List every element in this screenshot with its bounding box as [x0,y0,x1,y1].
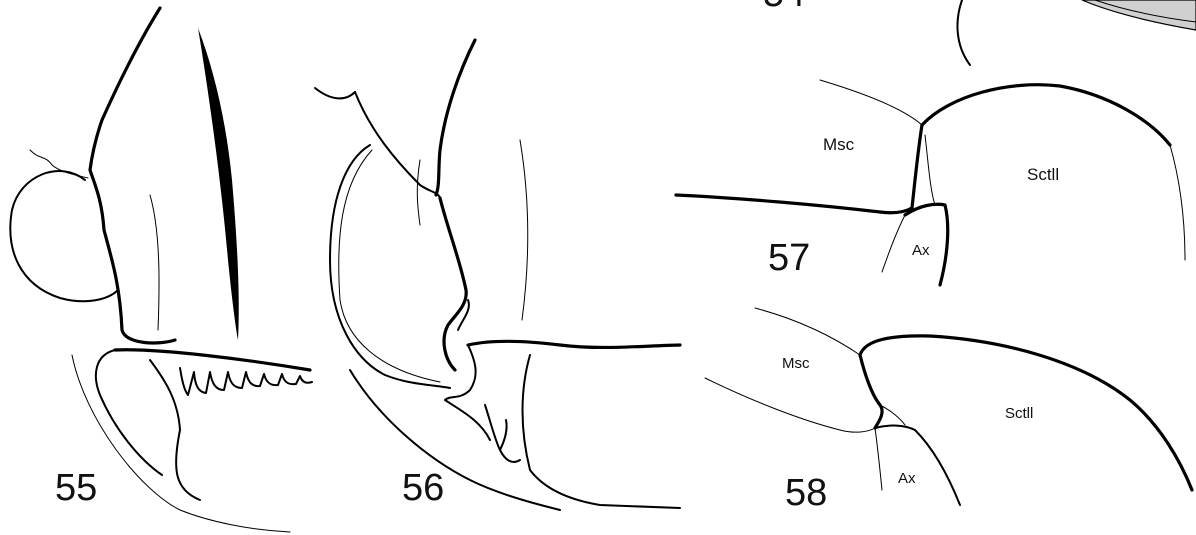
fig56-lower-edge [468,341,680,347]
fig57-ax-left [882,215,905,272]
fig57-suture [912,125,922,208]
fig55-lower-plate [96,350,162,475]
fig56-shield [330,145,450,388]
fig55-body-left [90,8,175,343]
fig58-suture-thin [880,405,905,425]
figure-57: Msc Sctll Ax 57 [676,80,1185,285]
figure-54-number: 54 [763,0,805,15]
fig58-label-ax: Ax [898,470,916,487]
fig58-msc-top [755,308,860,355]
figure-57-number: 57 [768,237,810,279]
fig56-upper-left [355,92,440,198]
fig56-hook [445,345,490,440]
fig56-teeth [485,405,520,462]
fig55-teeth [180,368,312,395]
fig55-lobe [10,171,118,301]
fig58-label-sctll: Sctll [1005,405,1033,422]
figure-56: 56 [315,40,680,510]
figure-55-number: 55 [55,467,97,509]
fig56-outer-arc [350,370,560,510]
fig58-label-msc: Msc [782,355,810,372]
fig56-faint-line [520,140,528,320]
fig56-lower-plate [523,355,681,508]
fig57-msc-top [820,80,922,125]
fig55-lower-edge [115,350,310,370]
fig57-label-sctll: Sctll [1027,165,1059,184]
fig57-suture-thin [925,135,935,205]
fig56-inner-line [417,160,420,225]
fig55-lobe-top [30,150,88,178]
fig55-stripe [198,28,239,340]
figure-58-number: 58 [785,472,827,514]
fig54-wing-patch [1082,0,1196,30]
fig56-mid-edge [440,198,466,370]
fig58-ax-left [875,428,882,490]
fig56-upper-edge [436,40,475,195]
fig58-ax-outline [875,426,960,505]
fig57-msc-bottom [676,195,912,213]
fig57-label-ax: Ax [912,242,930,259]
figure-58: Msc Sctll Ax 58 [705,308,1192,514]
fig57-label-msc: Msc [823,135,855,154]
fig57-sctll-right [1170,145,1185,260]
fig55-inner-line [150,195,159,330]
figure-55: 55 [10,8,312,532]
figure-54: 54 [763,0,1196,65]
fig54-outline [957,0,970,65]
fig58-suture [860,355,882,428]
fig56-top-curl [315,88,355,98]
figure-56-number: 56 [402,467,444,509]
fig58-msc-bottom [705,378,875,432]
fig57-sctll-top [922,85,1170,145]
fig55-outer-arc [72,355,290,532]
